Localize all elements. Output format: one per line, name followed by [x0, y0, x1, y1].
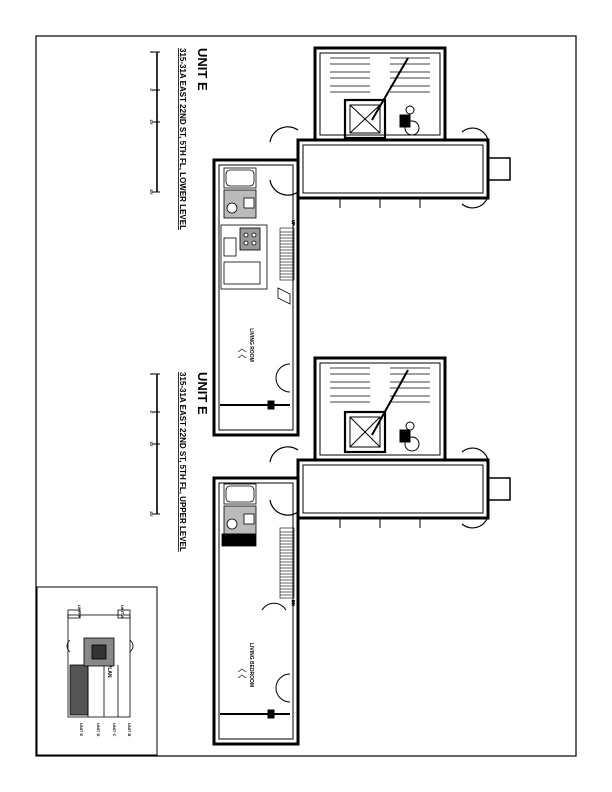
- upper-scale-tick-0: 0: [149, 51, 154, 54]
- key-plan-label-unit-e: UNIT E: [79, 723, 84, 736]
- upper-bathroom: [223, 167, 257, 219]
- upper-room-label: LIVING ROOM: [248, 328, 254, 362]
- key-plan-label-unit-c: UNIT C: [112, 723, 117, 736]
- upper-elevator: [343, 98, 387, 140]
- lower-plan-block: UNIT E 315-31A EAST 22ND ST, 5TH FL, UPP…: [149, 356, 511, 746]
- lower-scale-tick-10: 10': [149, 441, 154, 446]
- upper-scale-tick-10: 10': [149, 119, 154, 124]
- lower-unit-title: UNIT E: [195, 372, 210, 415]
- upper-room-arrows: [237, 348, 247, 359]
- key-plan-frame: [36, 586, 158, 756]
- key-plan: KEY PLAN UNIT F UNIT A UNIT B UNIT C: [36, 586, 158, 756]
- upper-unit-walls: [212, 158, 300, 437]
- lower-elevator: [343, 410, 387, 454]
- upper-interior-stair: UP: [277, 220, 296, 305]
- key-plan-label-unit-d: UNIT D: [96, 723, 101, 736]
- lower-entry-door: [275, 673, 291, 703]
- lower-scale-tick-4: 4': [149, 410, 154, 413]
- upper-unit-title: UNIT E: [195, 48, 210, 91]
- lower-interior-stair: DN: [261, 527, 296, 611]
- upper-plan-block: UNIT E 315-31A EAST 22ND ST, 5TH FL, LOW…: [149, 46, 511, 437]
- lower-room-label: LIVING BEDROOM: [248, 643, 254, 687]
- lower-unit-subtitle: 315-31A EAST 22ND ST, 5TH FL, UPPER LEVE…: [178, 372, 187, 552]
- lower-stair-elevator-core: [313, 356, 447, 462]
- key-plan-label-unit-b: UNIT B: [127, 723, 132, 736]
- upper-stair-mark: UP: [291, 220, 296, 226]
- key-plan-highlight-unit-e: [69, 664, 89, 716]
- key-plan-label-unit-a: UNIT A: [120, 605, 125, 618]
- upper-stair-elevator-core: [313, 46, 447, 142]
- upper-unit-subtitle: 315-31A EAST 22ND ST, 5TH FL, LOWER LEVE…: [178, 48, 187, 230]
- upper-kitchen: [220, 224, 268, 290]
- key-plan-label-unit-f: UNIT F: [77, 605, 82, 618]
- lower-bathroom: [221, 483, 257, 547]
- key-plan-drawing: [66, 609, 134, 718]
- upper-scale-tick-4: 4': [149, 88, 154, 91]
- lower-room-arrows: [237, 668, 247, 679]
- lower-scale-bar: 0 4' 10' 20': [149, 373, 160, 517]
- lower-scale-tick-0: 0: [149, 373, 154, 376]
- upper-scale-bar: 0 4' 10' 20': [149, 51, 160, 195]
- upper-scale-tick-20: 20': [149, 189, 154, 194]
- lower-scale-tick-20: 20': [149, 511, 154, 516]
- sheet-border: [35, 35, 577, 757]
- lower-stair-mark: DN: [291, 600, 296, 606]
- upper-entry-door: [275, 363, 291, 393]
- lower-unit-walls: [212, 476, 300, 746]
